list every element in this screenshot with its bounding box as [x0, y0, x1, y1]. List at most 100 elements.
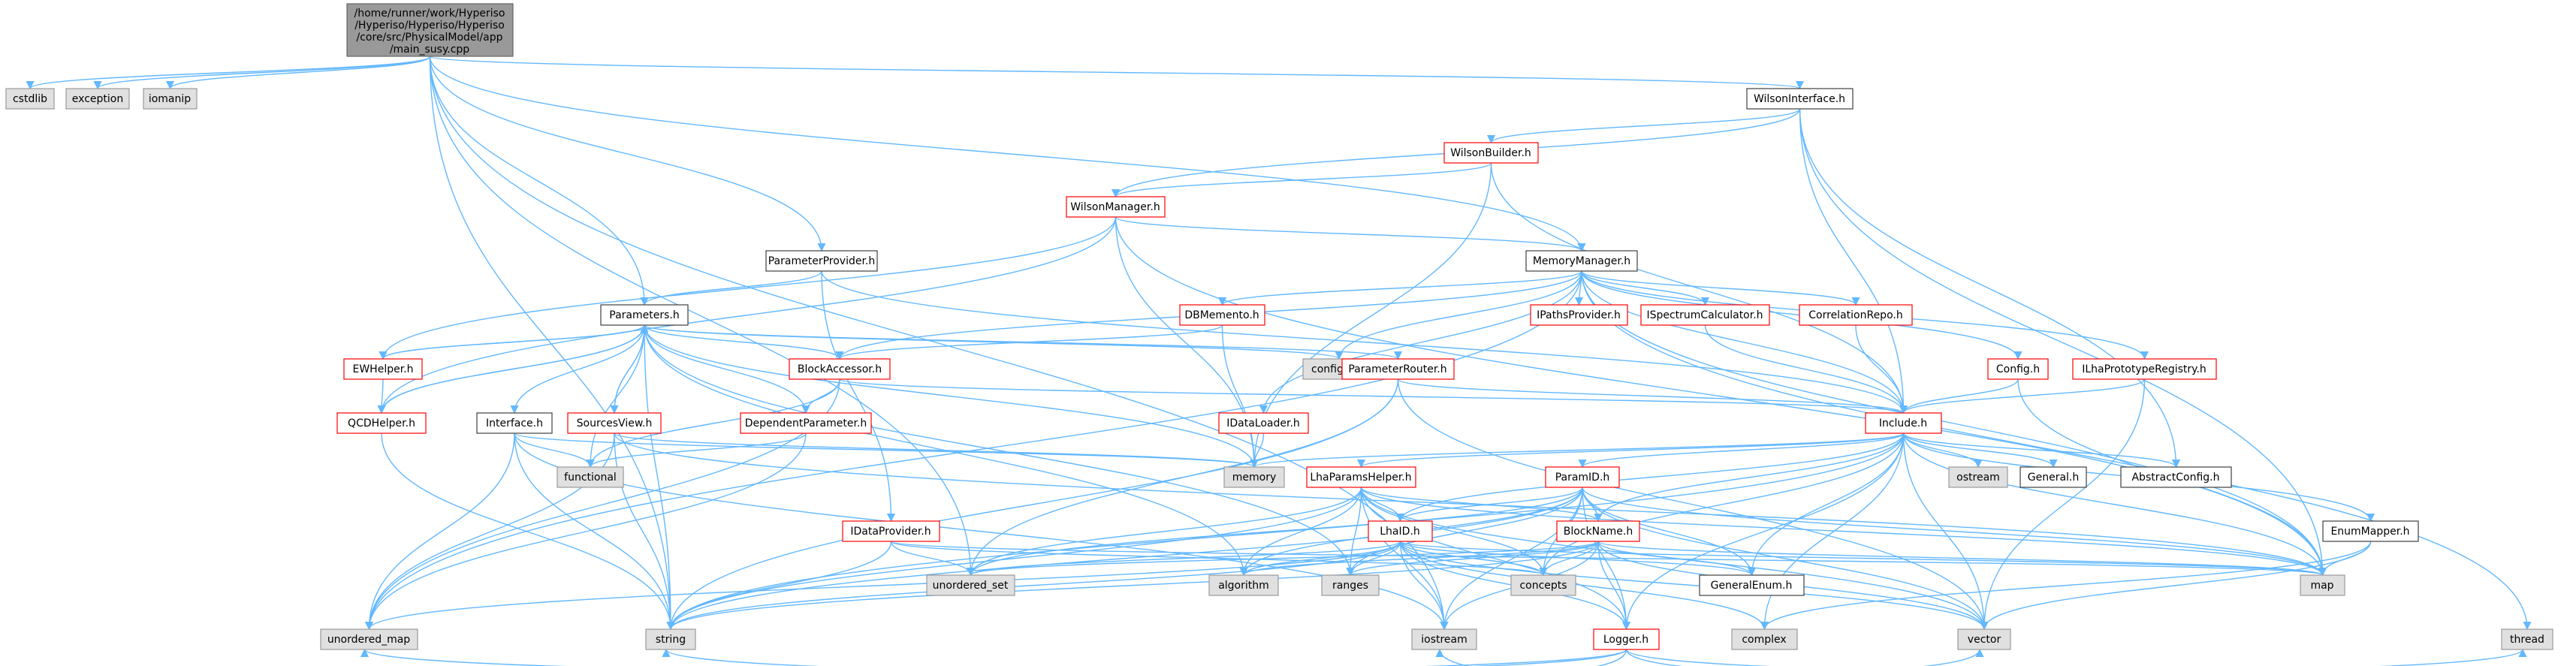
- graph-nodes: /home/runner/work/Hyperiso /Hyperiso/Hyp…: [5, 3, 2553, 650]
- node-parameterprovider-h[interactable]: ParameterProvider.h: [765, 250, 878, 272]
- edge-qcdhelper-h-to-string: [381, 432, 675, 631]
- edge-lhaparamshelper-h-to-map: [1360, 487, 2327, 577]
- node-interface-h[interactable]: Interface.h: [476, 412, 553, 434]
- svg-text:vector: vector: [1968, 634, 2001, 646]
- svg-text:IDataLoader.h: IDataLoader.h: [1226, 417, 1300, 429]
- edge-dependentparameter-h-to-functional: [586, 432, 807, 469]
- node-parameterrouter-h[interactable]: ParameterRouter.h: [1341, 358, 1455, 380]
- node-qcdhelper-h[interactable]: QCDHelper.h: [336, 412, 427, 434]
- edge-lhaparamshelper-h-to-blockname-h: [1360, 487, 1603, 523]
- node-iomanip[interactable]: iomanip: [143, 88, 198, 110]
- edge-ispectrumcalculator-h-to-include-h: [1704, 324, 1908, 414]
- edge-include-h-to-general-h: [1902, 432, 2058, 469]
- node-correlationrepo-h[interactable]: CorrelationRepo.h: [1799, 304, 1913, 326]
- node-sourcesview-h[interactable]: SourcesView.h: [567, 412, 662, 434]
- edge-parameters-h-to-functional: [586, 324, 645, 469]
- node-ewhelper-h[interactable]: EWHelper.h: [343, 358, 423, 380]
- edge-include-h-to-generalenum-h: [1747, 432, 1905, 577]
- edge-parameterprovider-h-to-include-h: [821, 270, 1908, 414]
- node-main-susy-cpp[interactable]: /home/runner/work/Hyperiso /Hyperiso/Hyp…: [346, 3, 514, 57]
- edge-lhaid-h-to-string: [666, 541, 1401, 631]
- node-config-h[interactable]: Config.h: [1987, 358, 2049, 380]
- node-exception[interactable]: exception: [65, 88, 130, 110]
- node-dependentparameter-h[interactable]: DependentParameter.h: [740, 412, 872, 434]
- edge-dbmemento-h-to-memory: [1221, 324, 1259, 469]
- edge-enummapper-h-to-complex: [1760, 541, 2372, 631]
- node-abstractconfig-h[interactable]: AbstractConfig.h: [2120, 466, 2232, 488]
- svg-text:BlockName.h: BlockName.h: [1564, 526, 1633, 538]
- node-concepts[interactable]: concepts: [1510, 574, 1576, 596]
- node-unordered-map[interactable]: unordered_map: [320, 628, 418, 650]
- edge-ewhelper-h-to-parameters-h: [382, 324, 649, 360]
- node-cstdlib[interactable]: cstdlib: [5, 88, 55, 110]
- node-ispectrumcalculator-h[interactable]: ISpectrumCalculator.h: [1640, 304, 1770, 326]
- node-logger-h[interactable]: Logger.h: [1593, 628, 1660, 650]
- node-ranges[interactable]: ranges: [1321, 574, 1380, 596]
- edge-interface-h-to-unordered-map: [364, 432, 515, 631]
- edge-main-susy-cpp-to-iostream: [429, 56, 1449, 631]
- node-lhaid-h[interactable]: LhaID.h: [1368, 520, 1433, 542]
- edge-main-susy-cpp-to-unordered-set: [429, 56, 976, 577]
- node-blockname-h[interactable]: BlockName.h: [1556, 520, 1640, 542]
- edge-paramid-h-to-string: [666, 487, 1583, 631]
- node-parameters-h[interactable]: Parameters.h: [600, 304, 689, 326]
- edge-include-h-to-string: [666, 432, 1905, 631]
- node-unordered-set[interactable]: unordered_set: [926, 574, 1015, 596]
- node-ostream[interactable]: ostream: [1948, 466, 2008, 488]
- node-algorithm[interactable]: algorithm: [1208, 574, 1279, 596]
- svg-text:Logger.h: Logger.h: [1603, 634, 1648, 646]
- edge-paramid-h-to-ranges: [1346, 487, 1583, 577]
- node-paramid-h[interactable]: ParamID.h: [1545, 466, 1620, 488]
- node-wilsoninterface-h[interactable]: WilsonInterface.h: [1746, 88, 1854, 110]
- edge-dependentparameter-h-to-unordered-map: [364, 432, 807, 631]
- node-wilsonmanager-h[interactable]: WilsonManager.h: [1066, 196, 1166, 218]
- edge-blockaccessor-h-to-dependentparameter-h: [801, 378, 840, 414]
- node-memory[interactable]: memory: [1223, 466, 1285, 488]
- edge-parameters-h-to-interface-h: [510, 324, 645, 414]
- edge-wilsonbuilder-h-to-include-h: [1490, 162, 1908, 414]
- node-include-h[interactable]: Include.h: [1865, 412, 1942, 434]
- node-vector[interactable]: vector: [1957, 628, 2011, 650]
- node-map[interactable]: map: [2300, 574, 2345, 596]
- svg-text:exception: exception: [72, 93, 123, 105]
- edge-include-h-to-abstractconfig-h: [1902, 432, 2180, 469]
- svg-text:WilsonManager.h: WilsonManager.h: [1070, 201, 1160, 213]
- node-generalenum-h[interactable]: GeneralEnum.h: [1699, 574, 1805, 596]
- edge-wilsoninterface-h-to-wilsonbuilder-h: [1487, 108, 1801, 144]
- svg-text:unordered_set: unordered_set: [933, 580, 1009, 592]
- svg-text:WilsonInterface.h: WilsonInterface.h: [1754, 93, 1845, 105]
- node-blockaccessor-h[interactable]: BlockAccessor.h: [789, 358, 891, 380]
- svg-text:MemoryManager.h: MemoryManager.h: [1533, 255, 1630, 267]
- node-complex[interactable]: complex: [1731, 628, 1798, 650]
- edge-main-susy-cpp-to-cstdlib: [26, 56, 431, 90]
- node-ilhaprototyperegistry-h[interactable]: ILhaPrototypeRegistry.h: [2072, 358, 2217, 380]
- edge-paramid-h-to-vector: [1582, 487, 1989, 631]
- edge-blockname-h-to-map: [1597, 541, 2327, 577]
- root-line-3: /core/src/PhysicalModel/app: [357, 32, 503, 44]
- node-memorymanager-h[interactable]: MemoryManager.h: [1525, 250, 1638, 272]
- node-string[interactable]: string: [645, 628, 696, 650]
- node-dbmemento-h[interactable]: DBMemento.h: [1179, 304, 1265, 326]
- node-enummapper-h[interactable]: EnumMapper.h: [2322, 520, 2419, 542]
- svg-text:algorithm: algorithm: [1218, 580, 1269, 592]
- node-wilsonbuilder-h[interactable]: WilsonBuilder.h: [1443, 142, 1539, 164]
- edge-parameters-h-to-dependentparameter-h: [644, 324, 810, 414]
- edge-main-susy-cpp-to-wilsoninterface-h: [429, 56, 1804, 90]
- node-thread[interactable]: thread: [2501, 628, 2553, 650]
- edge-ilhaprototyperegistry-h-to-include-h: [1899, 378, 2146, 414]
- node-iostream[interactable]: iostream: [1411, 628, 1477, 650]
- node-functional[interactable]: functional: [557, 466, 624, 488]
- edge-dbmemento-h-to-blockaccessor-h: [835, 324, 1223, 360]
- node-idataloader-h[interactable]: IDataLoader.h: [1218, 412, 1309, 434]
- svg-text:LhaID.h: LhaID.h: [1380, 526, 1419, 538]
- svg-text:Include.h: Include.h: [1879, 417, 1927, 429]
- node-general-h[interactable]: General.h: [2019, 466, 2087, 488]
- edge-memorymanager-h-to-thread: [1581, 270, 2532, 631]
- edge-parameterprovider-h-to-parameters-h: [640, 270, 822, 306]
- node-idataprovider-h[interactable]: IDataProvider.h: [842, 520, 940, 542]
- node-lhaparamshelper-h[interactable]: LhaParamsHelper.h: [1306, 466, 1416, 488]
- edge-blockaccessor-h-to-functional: [586, 378, 840, 469]
- svg-text:CorrelationRepo.h: CorrelationRepo.h: [1808, 309, 1902, 321]
- node-ipathsprovider-h[interactable]: IPathsProvider.h: [1530, 304, 1628, 326]
- edge-parameters-h-to-string: [644, 324, 675, 631]
